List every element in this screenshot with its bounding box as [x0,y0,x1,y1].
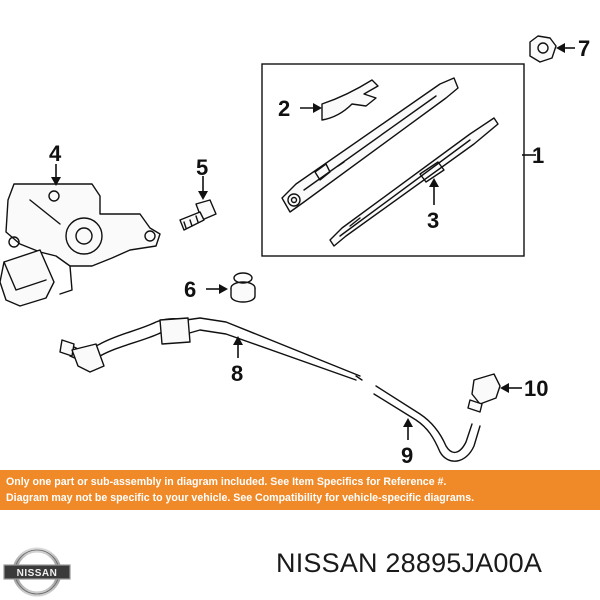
assembly-frame [261,63,525,257]
callout-6: 6 [184,277,196,302]
leader-lines [51,43,575,440]
parts-diagram: 1 2 3 4 5 6 7 8 9 10 [0,35,590,468]
logo-wordmark: NISSAN [17,568,58,579]
wiper-arm-part [281,77,459,213]
disclaimer-line-1: Only one part or sub-assembly in diagram… [6,476,447,488]
callout-9: 9 [401,443,413,468]
nut-part [529,35,557,63]
disclaimer-line-2: Diagram may not be specific to your vehi… [6,492,475,504]
nissan-logo-icon: NISSAN [3,547,71,597]
callout-5: 5 [196,155,208,180]
grommet-part [230,272,256,303]
hose-part [373,385,481,462]
wiper-blade-part [329,117,499,247]
wiper-motor-part [0,183,161,307]
cover-cap-part [321,79,379,121]
callout-2: 2 [278,96,290,121]
nozzle-part [467,373,501,413]
callout-1: 1 [532,143,544,168]
washer-hose-part [59,317,363,381]
bolt-part [179,199,217,231]
callout-4: 4 [49,141,62,166]
part-number-caption: NISSAN 28895JA00A [276,548,543,578]
disclaimer-banner: Only one part or sub-assembly in diagram… [0,470,600,510]
callout-7: 7 [578,36,590,61]
callout-8: 8 [231,361,243,386]
callout-3: 3 [427,208,439,233]
callout-10: 10 [524,376,548,401]
